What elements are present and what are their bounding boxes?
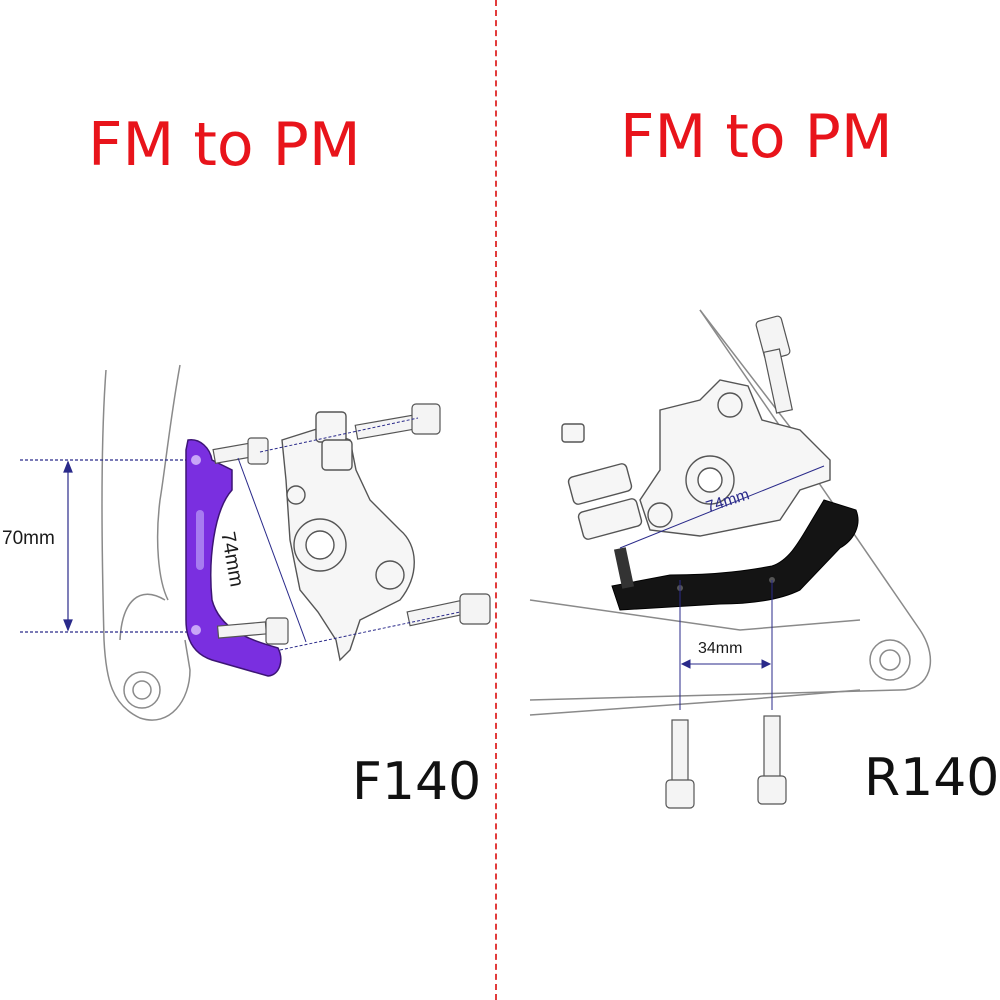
diagonal-dimension [237, 417, 461, 651]
brake-caliper [281, 411, 415, 662]
left-model-label: F140 [352, 752, 482, 812]
right-model-label: R140 [864, 748, 1000, 808]
purple-adapter [185, 439, 282, 677]
right-panel: FM to PM [500, 0, 1000, 1000]
center-divider [495, 0, 497, 1000]
rear-spacing-dimension-label: 34mm [698, 640, 743, 657]
front-fork-diagram [20, 364, 491, 721]
rear-brake-caliper [561, 379, 831, 540]
height-dimension-label: 70mm [2, 528, 55, 549]
rear-dimensions [619, 465, 825, 710]
adapter-bolts [212, 437, 289, 645]
caliper-bolts [354, 403, 491, 627]
right-title: FM to PM [620, 102, 893, 172]
height-dimension [20, 459, 195, 633]
black-adapter [611, 499, 859, 611]
fork-leg [101, 364, 191, 721]
top-bolt [755, 315, 793, 414]
rear-frame-diagram [529, 309, 931, 809]
left-panel: FM to PM [0, 0, 495, 1000]
bottom-bolts [665, 715, 787, 809]
left-title: FM to PM [88, 110, 361, 180]
rear-frame [529, 309, 931, 716]
